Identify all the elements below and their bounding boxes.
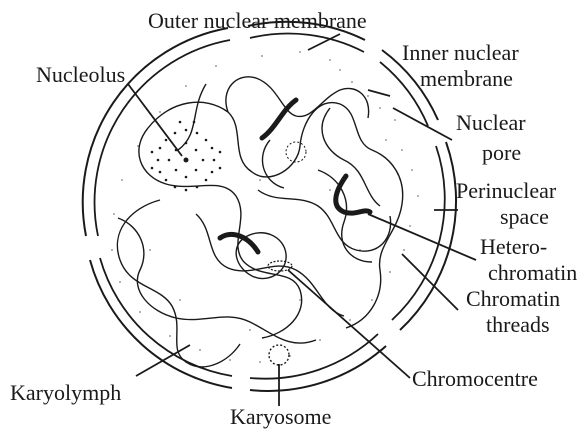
heterochromatin — [220, 100, 370, 252]
label-chromatin-threads-line2: threads — [486, 312, 550, 337]
label-nucleolus: Nucleolus — [36, 62, 125, 87]
karyolymph-stipple — [111, 51, 419, 363]
outer-nuclear-membrane — [83, 22, 456, 391]
label-chromatin-threads-line1: Chromatin — [466, 286, 560, 311]
label-nuclear-pore-line1: Nuclear — [456, 110, 526, 135]
label-nuclear-pore-line2: pore — [482, 140, 521, 165]
leader-outer-membrane — [308, 34, 340, 50]
label-outer-nuclear-membrane: Outer nuclear membrane — [148, 8, 367, 33]
nucleolus-body — [151, 121, 222, 192]
label-chromocentre: Chromocentre — [412, 366, 538, 391]
leader-chromocentre — [288, 270, 410, 378]
label-karyosome: Karyosome — [230, 404, 331, 429]
leader-chromatin-threads — [402, 254, 458, 310]
label-perinuclear-space-line1: Perinuclear — [456, 178, 557, 203]
karyosome-body — [269, 345, 289, 365]
leader-heterochromatin — [368, 214, 476, 260]
label-inner-nuclear-membrane-line2: membrane — [420, 66, 513, 91]
label-perinuclear-space-line2: space — [500, 204, 549, 229]
label-heterochromatin-line1: Hetero- — [480, 234, 547, 259]
label-karyolymph: Karyolymph — [10, 380, 121, 405]
label-heterochromatin-line2: chromatin — [488, 260, 577, 285]
chromatin-threads — [117, 77, 402, 367]
inner-nuclear-membrane — [95, 34, 445, 379]
leader-inner-membrane — [368, 90, 390, 96]
leader-nucleolus — [128, 84, 182, 156]
label-inner-nuclear-membrane-line1: Inner nuclear — [402, 40, 519, 65]
